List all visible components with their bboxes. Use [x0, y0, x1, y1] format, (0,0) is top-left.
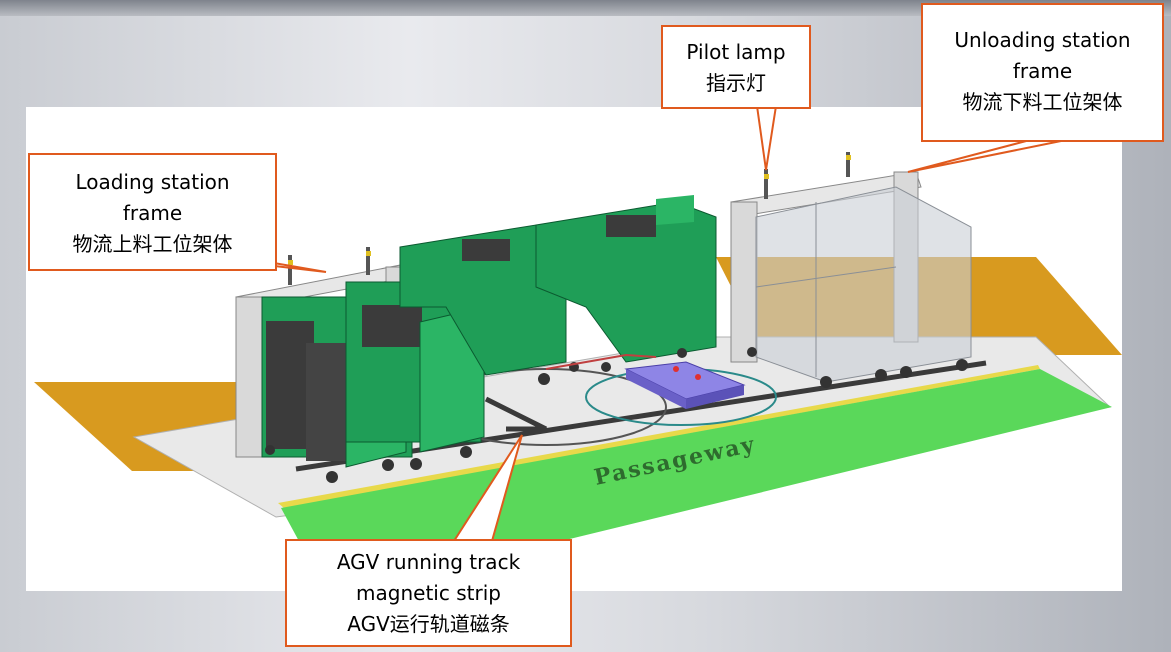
unloading-station-frame	[730, 152, 972, 388]
agv-track-callout: AGV running track magnetic strip AGV运行轨道…	[285, 539, 572, 647]
unloading-station-callout: Unloading station frame 物流下料工位架体	[921, 3, 1164, 142]
material-cart-4	[535, 195, 717, 372]
loading-en-line2: frame	[122, 201, 183, 225]
pilot-en: Pilot lamp	[686, 40, 786, 64]
unloading-en-line2: frame	[1012, 59, 1073, 83]
unloading-cn: 物流下料工位架体	[962, 90, 1123, 114]
layout-scene: Passageway	[26, 107, 1122, 591]
agv-en-line1: AGV running track	[336, 550, 521, 574]
loading-cn: 物流上料工位架体	[72, 232, 233, 256]
agv-vehicle	[624, 361, 746, 409]
loading-station-callout: Loading station frame 物流上料工位架体	[28, 153, 277, 271]
pilot-lamp-callout: Pilot lamp 指示灯	[661, 25, 811, 109]
unloading-en-line1: Unloading station	[954, 28, 1131, 52]
agv-en-line2: magnetic strip	[356, 581, 501, 605]
scene-drawing: Passageway	[34, 152, 1122, 591]
agv-cn: AGV运行轨道磁条	[347, 612, 510, 636]
pilot-cn: 指示灯	[706, 71, 766, 95]
top-bar	[0, 0, 1171, 16]
loading-en-line1: Loading station	[75, 170, 230, 194]
